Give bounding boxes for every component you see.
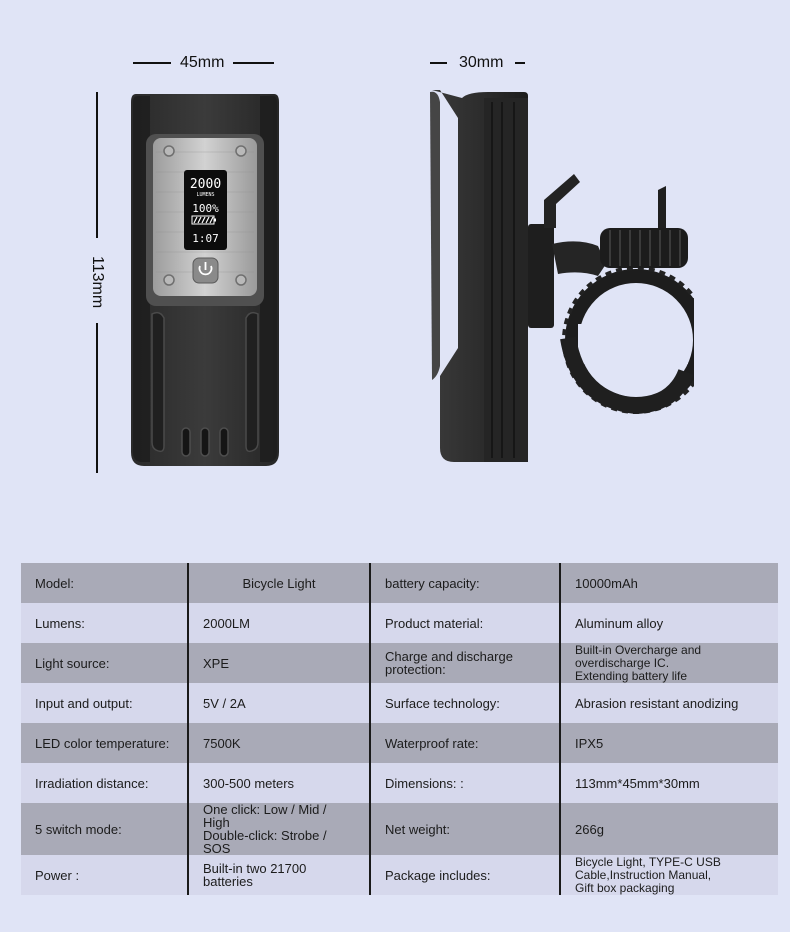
spec-label-line: protection: bbox=[385, 662, 446, 677]
spec-value: 5V / 2A bbox=[188, 683, 371, 723]
table-row: Input and output: 5V / 2A Surface techno… bbox=[21, 683, 778, 723]
spec-value-line: overdischarge IC. bbox=[575, 655, 670, 670]
spec-value: 113mm*45mm*30mm bbox=[560, 763, 778, 803]
spec-value: 266g bbox=[560, 803, 778, 855]
spec-value-line: Double-click: Strobe / SOS bbox=[203, 828, 327, 856]
spec-value: XPE bbox=[188, 643, 371, 683]
spec-value-line: One click: Low / Mid / High bbox=[203, 802, 327, 830]
table-row: LED color temperature: 7500K Waterproof … bbox=[21, 723, 778, 763]
spec-label: Package includes: bbox=[370, 855, 561, 895]
spec-value-line: Built-in Overcharge and bbox=[575, 642, 702, 657]
spec-label: Irradiation distance: bbox=[21, 763, 189, 803]
table-row: Power : Built-in two 21700 batteries Pac… bbox=[21, 855, 778, 895]
spec-label: Power : bbox=[21, 855, 189, 895]
table-row: Irradiation distance: 300-500 meters Dim… bbox=[21, 763, 778, 803]
spec-value-line: Bicycle Light, TYPE-C USB bbox=[575, 854, 721, 869]
table-row: 5 switch mode: One click: Low / Mid / Hi… bbox=[21, 803, 778, 855]
spec-label: Surface technology: bbox=[370, 683, 561, 723]
spec-label: Waterproof rate: bbox=[370, 723, 561, 763]
spec-value: Bicycle Light bbox=[188, 563, 371, 603]
spec-label: Net weight: bbox=[370, 803, 561, 855]
spec-label: 5 switch mode: bbox=[21, 803, 189, 855]
battery-icon bbox=[191, 215, 216, 225]
spec-label-line: Charge and discharge bbox=[385, 649, 513, 664]
spec-value: Aluminum alloy bbox=[560, 603, 778, 643]
width-dimension: 45mm bbox=[133, 54, 275, 72]
spec-label: battery capacity: bbox=[370, 563, 561, 603]
screw-icons bbox=[163, 145, 247, 286]
spec-value: 300-500 meters bbox=[188, 763, 371, 803]
spec-label: Product material: bbox=[370, 603, 561, 643]
display-runtime: 1:07 bbox=[192, 232, 219, 245]
spec-value-line: Extending battery life bbox=[575, 668, 688, 683]
height-dimension-label: 113mm bbox=[89, 256, 106, 309]
spec-value: 10000mAh bbox=[560, 563, 778, 603]
bike-light-side-view bbox=[430, 90, 694, 462]
adjustment-knob-icon bbox=[600, 186, 688, 268]
height-dimension-line-top bbox=[96, 92, 98, 238]
display-lumens-value: 2000 bbox=[190, 177, 221, 192]
spec-label: Light source: bbox=[21, 643, 189, 683]
spec-value: 2000LM bbox=[188, 603, 371, 643]
table-row: Lumens: 2000LM Product material: Aluminu… bbox=[21, 603, 778, 643]
table-row: Model: Bicycle Light battery capacity: 1… bbox=[21, 563, 778, 603]
spec-value: Built-in two 21700 batteries bbox=[188, 855, 371, 895]
spec-label: Dimensions: : bbox=[370, 763, 561, 803]
display-battery-percent: 100% bbox=[192, 202, 219, 215]
spec-label: Input and output: bbox=[21, 683, 189, 723]
width-dimension-label: 45mm bbox=[180, 54, 225, 71]
display-lumens-unit: LUMENS bbox=[196, 192, 214, 198]
spec-value-line: Gift box packaging bbox=[575, 880, 675, 895]
specifications-table: Model: Bicycle Light battery capacity: 1… bbox=[21, 563, 778, 895]
depth-dimension: 30mm bbox=[430, 54, 526, 72]
bike-light-front-view: 2000 LUMENS 100% 1:07 bbox=[131, 94, 279, 466]
spec-label: Lumens: bbox=[21, 603, 189, 643]
spec-value: Abrasion resistant anodizing bbox=[560, 683, 778, 723]
power-button-icon bbox=[192, 257, 219, 284]
height-dimension-line-bottom bbox=[96, 323, 98, 473]
vent-slots bbox=[181, 427, 229, 457]
spec-label: LED color temperature: bbox=[21, 723, 189, 763]
depth-dimension-label: 30mm bbox=[459, 54, 504, 71]
spec-value: IPX5 bbox=[560, 723, 778, 763]
spec-value-line: Cable,Instruction Manual, bbox=[575, 867, 712, 882]
spec-label: Model: bbox=[21, 563, 189, 603]
spec-value: 7500K bbox=[188, 723, 371, 763]
